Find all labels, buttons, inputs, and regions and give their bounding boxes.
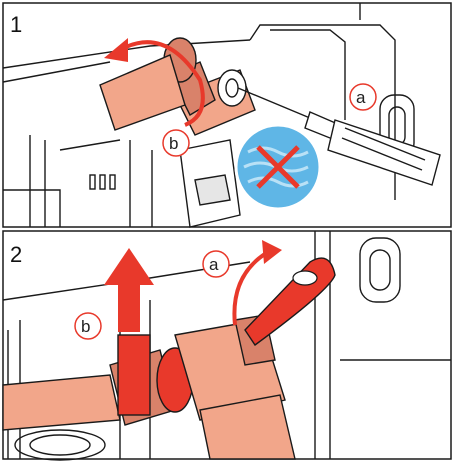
rotate-ccw-arrow-icon (104, 38, 205, 127)
callout-1b-label: b (169, 134, 178, 153)
wall-housing-outline (2, 3, 396, 227)
valve-fitting (99, 37, 256, 228)
step-1-number: 1 (10, 12, 22, 37)
callout-1a-label: a (356, 88, 366, 107)
callout-2b-label: b (81, 317, 90, 336)
callout-1b: b (162, 129, 190, 157)
keyhole-slot-2 (359, 237, 401, 303)
callout-1a: a (349, 83, 377, 111)
no-water-icon (234, 123, 322, 211)
callout-2b: b (74, 312, 102, 340)
red-lever (244, 257, 336, 346)
screwdriver-icon (237, 87, 441, 186)
rotate-arrow-icon (232, 240, 282, 326)
step-2-number: 2 (10, 242, 22, 267)
valve-assembly (2, 314, 296, 460)
panel-step-1: 1 a b (2, 2, 452, 228)
callout-2a: a (202, 250, 230, 278)
lift-up-arrow-icon (104, 248, 154, 332)
panel-step-2: 2 a b (2, 230, 452, 461)
red-clip (117, 334, 151, 416)
callout-2a-label: a (209, 255, 219, 274)
